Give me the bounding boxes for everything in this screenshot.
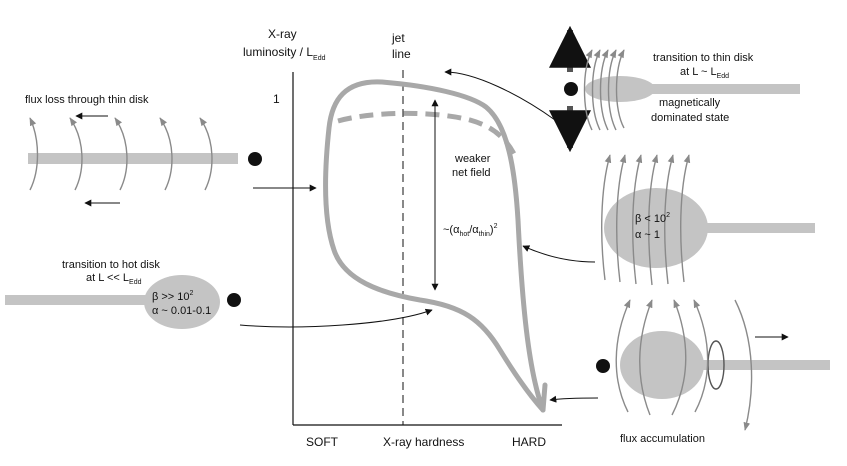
thin-disk-field-line (159, 117, 173, 191)
magnetic-state-2: dominated state (651, 112, 729, 124)
hysteresis-loop (323, 79, 546, 413)
hot-disk-title-1: transition to hot disk (62, 259, 160, 271)
axes: X-ray luminosity / LEdd 1 SOFT X-ray har… (243, 27, 562, 449)
x-axis-title: X-ray hardness (383, 435, 464, 449)
weaker-field-dashed-path (337, 110, 520, 162)
thin-disk-dot (248, 152, 262, 166)
mid-disk-ellipse (604, 188, 708, 268)
thin-disk-field-line (69, 117, 83, 191)
magnetic-field-line (583, 49, 593, 131)
hot-disk-bar (5, 295, 160, 305)
weaker-label-2: net field (452, 167, 491, 179)
panel-hot-disk: transition to hot disk at L << LEdd β >>… (5, 259, 241, 329)
panel-thin-disk: flux loss through thin disk (25, 94, 262, 207)
accumulation-field-line (734, 299, 753, 431)
mid-alpha: α ~ 1 (635, 229, 660, 241)
x-axis-soft-label: SOFT (306, 435, 339, 449)
jet-line: jet line (391, 31, 411, 425)
weaker-label-1: weaker (454, 153, 491, 165)
magnetic-field-line (591, 49, 601, 131)
y-axis-title-line1: X-ray (268, 27, 297, 41)
mid-beta: β < 102 (635, 212, 670, 225)
magnetic-disk-bar (640, 84, 800, 94)
panel-mid-right: β < 102 α ~ 1 (601, 154, 815, 286)
hot-disk-dot (227, 293, 241, 307)
mid-field-line (601, 154, 612, 281)
hot-disk-ellipse (144, 275, 220, 329)
arrow-accumulation-to-hard (549, 395, 599, 403)
accumulation-dot (596, 359, 610, 373)
magnetic-field-line (599, 49, 609, 131)
mid-field-line (680, 154, 691, 283)
accumulation-caption: flux accumulation (620, 433, 705, 445)
thin-disk-field-line (114, 117, 128, 191)
arrow-magnetic-to-curve (444, 68, 556, 121)
magnetic-dot (564, 82, 578, 96)
panel-magnetic: transition to thin disk at L ~ LEdd magn… (549, 25, 800, 153)
hot-disk-title-2: at L << LEdd (86, 272, 142, 286)
magnetic-field-line (615, 49, 625, 129)
hysteresis-tail (540, 382, 548, 413)
magnetic-field-line (607, 49, 617, 131)
thin-disk-caption: flux loss through thin disk (25, 94, 149, 106)
thin-disk-field-line (199, 117, 213, 191)
accumulation-bar (700, 360, 830, 370)
panel-accumulation: flux accumulation (596, 299, 830, 445)
accumulation-field-line (671, 299, 687, 416)
jet-line-label-1: jet (391, 31, 405, 45)
jet-line-label-2: line (392, 47, 411, 61)
mid-disk-bar (700, 223, 815, 233)
mid-field-line (664, 154, 675, 285)
alpha-ratio-label: ~(αhot/αthin)2 (443, 223, 498, 238)
accumulation-field-line (615, 299, 631, 413)
magnetic-state-1: magnetically (659, 97, 721, 109)
y-axis-tick-1: 1 (273, 92, 280, 106)
thin-disk-bar (28, 153, 238, 164)
accumulation-field-line (639, 299, 653, 416)
magnetic-title-1: transition to thin disk (653, 52, 754, 64)
mid-field-line (648, 154, 659, 286)
magnetic-disk-ellipse (585, 76, 655, 102)
thin-disk-field-line (29, 117, 39, 191)
mid-field-line (616, 154, 627, 283)
accumulation-field-line (693, 299, 709, 413)
y-axis-title-line2: luminosity / LEdd (243, 45, 326, 62)
x-axis-hard-label: HARD (512, 435, 546, 449)
magnetic-title-2: at L ~ LEdd (680, 66, 729, 80)
hot-disk-beta: β >> 102 (152, 290, 194, 303)
hot-disk-alpha: α ~ 0.01-0.1 (152, 305, 211, 317)
mid-field-line (632, 154, 643, 285)
arrow-hot-to-curve (239, 308, 433, 328)
arrow-mid-to-curve (522, 245, 596, 263)
accumulation-ellipse (620, 331, 704, 399)
